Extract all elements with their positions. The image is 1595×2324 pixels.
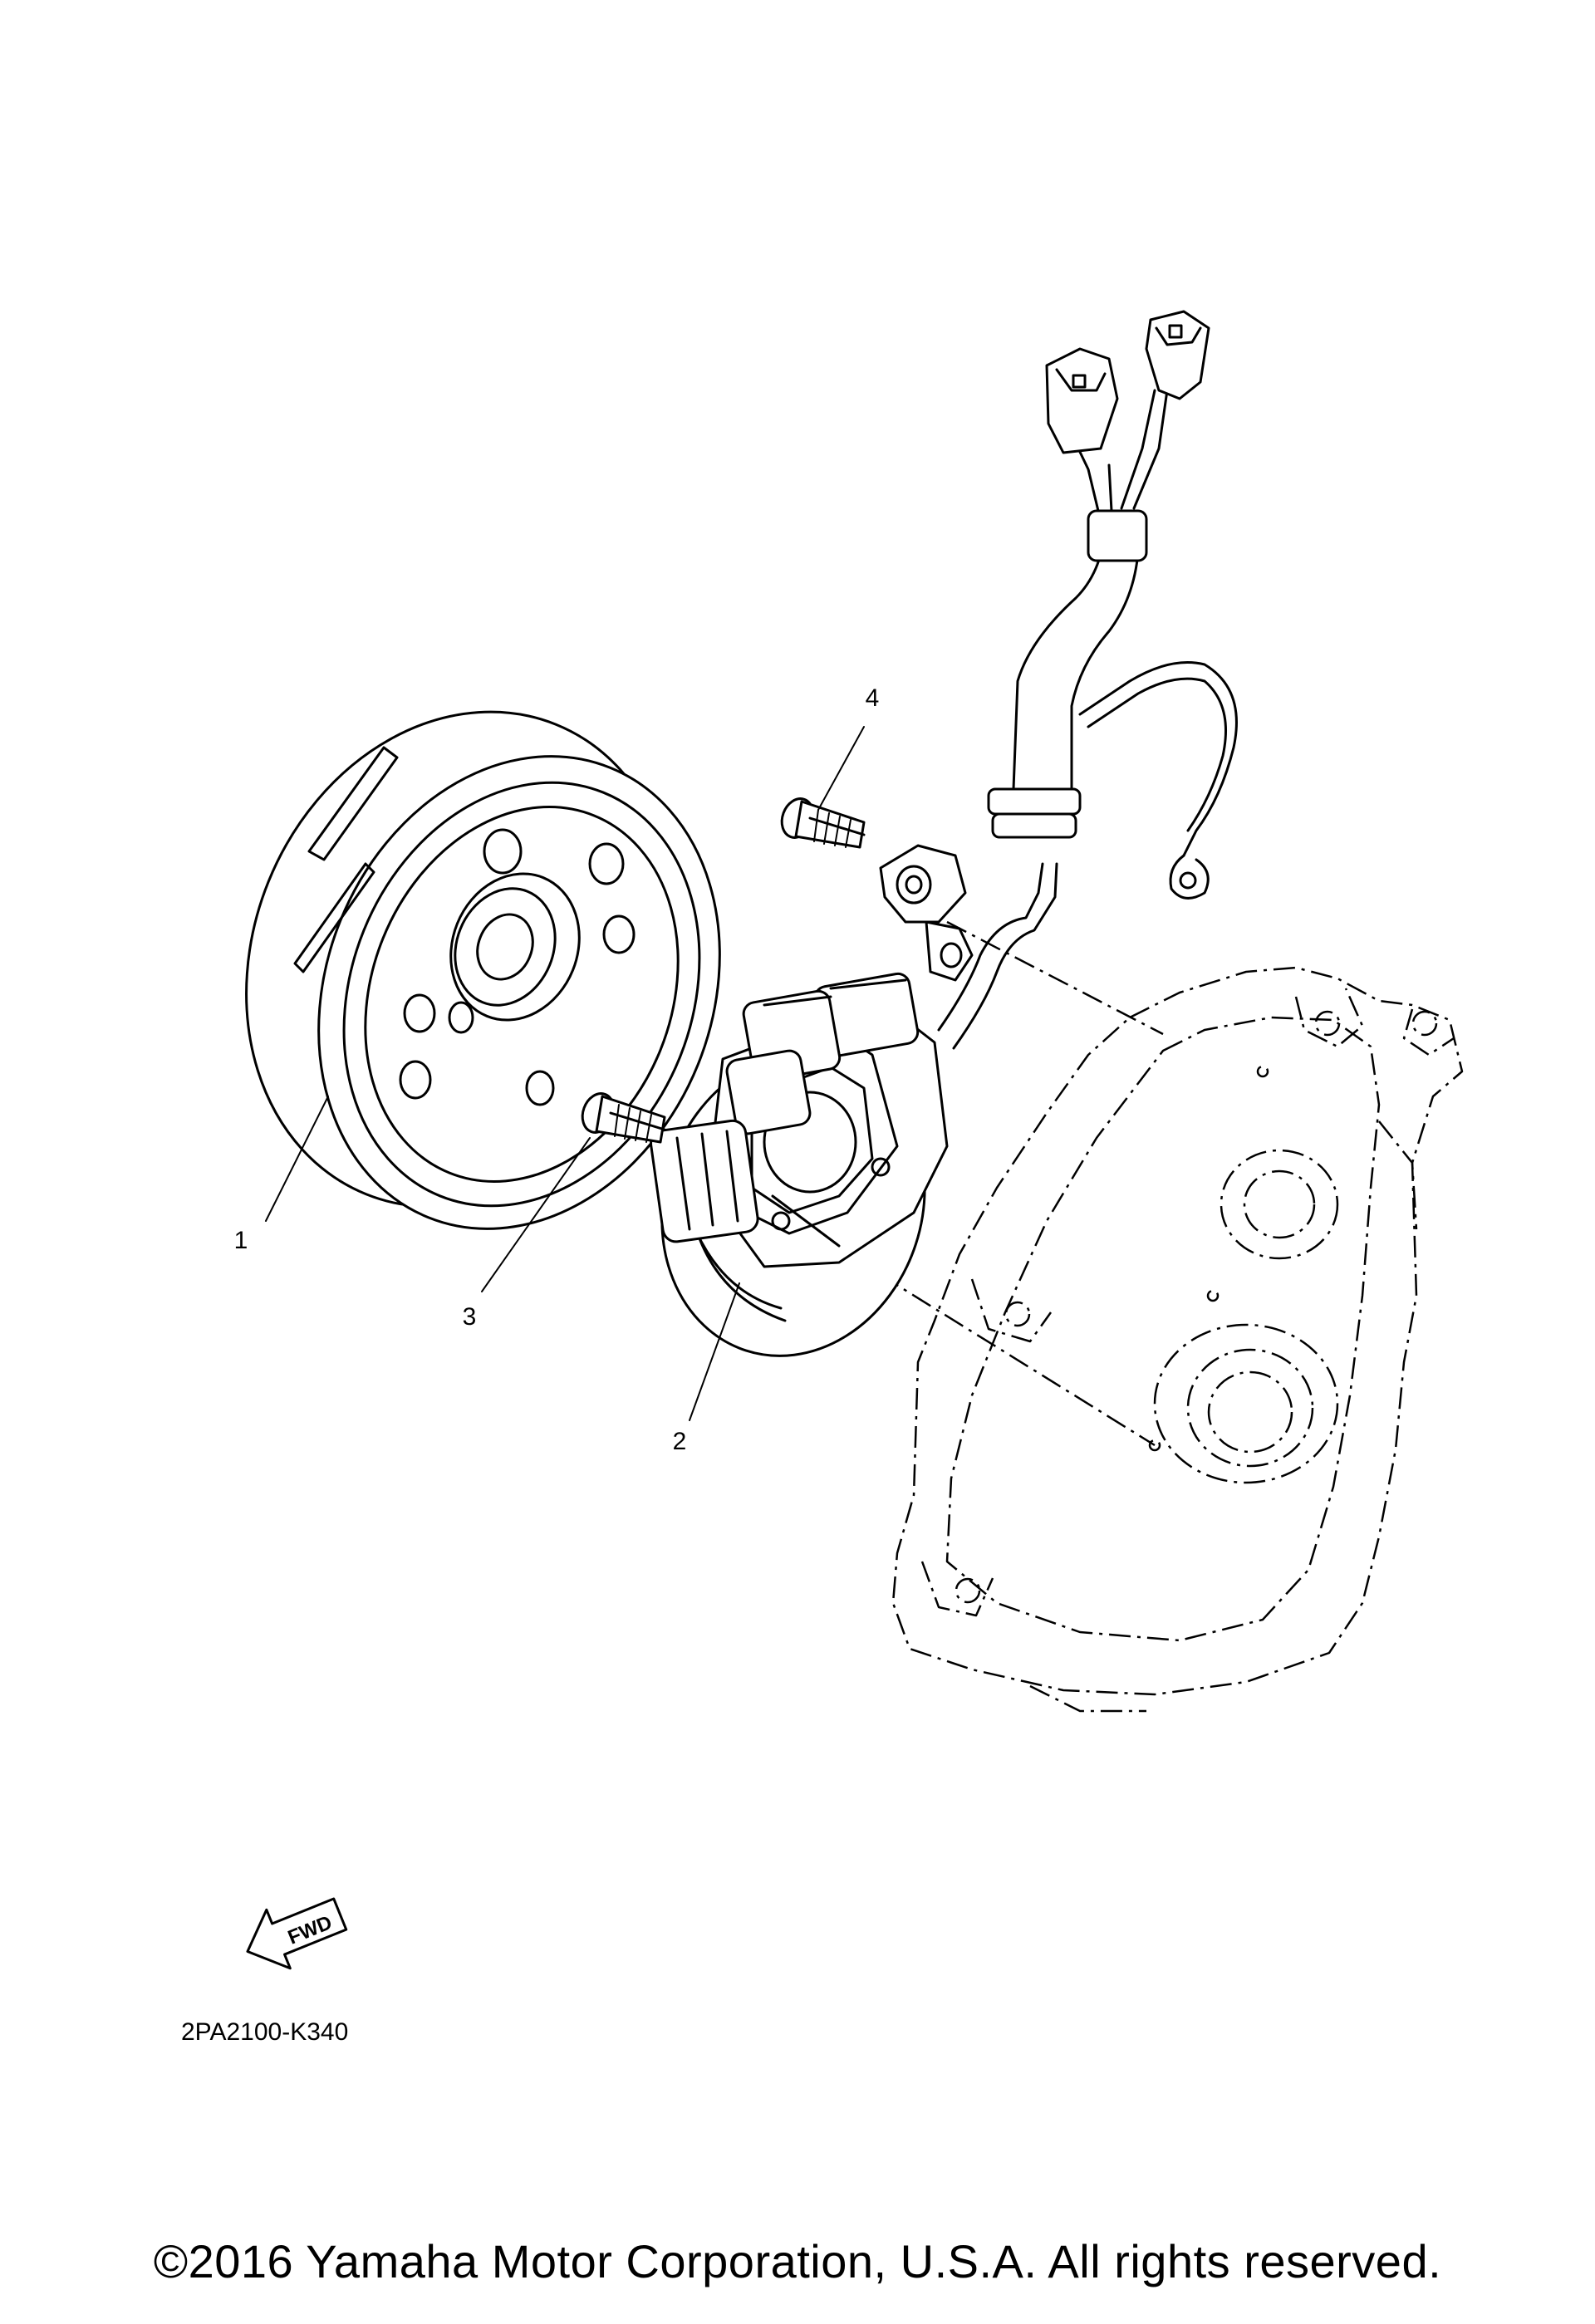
rotor-flywheel <box>245 710 721 1230</box>
callout-2: 2 <box>673 1428 687 1455</box>
stator-screw <box>581 1092 666 1144</box>
callout-1: 1 <box>234 1227 248 1254</box>
pickup-coil-and-harness <box>879 310 1238 1050</box>
pickup-screw <box>780 797 866 849</box>
callout-4: 4 <box>866 684 880 712</box>
fwd-direction-badge: FWD <box>246 1897 348 1970</box>
copyright-notice: ©2016 Yamaha Motor Corporation, U.S.A. A… <box>153 2235 1442 2287</box>
diagram-code: 2PA2100-K340 <box>181 2018 349 2046</box>
leader-lines <box>265 726 865 1421</box>
crankcase-cover-outline <box>891 966 1464 1713</box>
stator-assembly <box>650 972 949 1357</box>
callout-3: 3 <box>463 1303 477 1331</box>
